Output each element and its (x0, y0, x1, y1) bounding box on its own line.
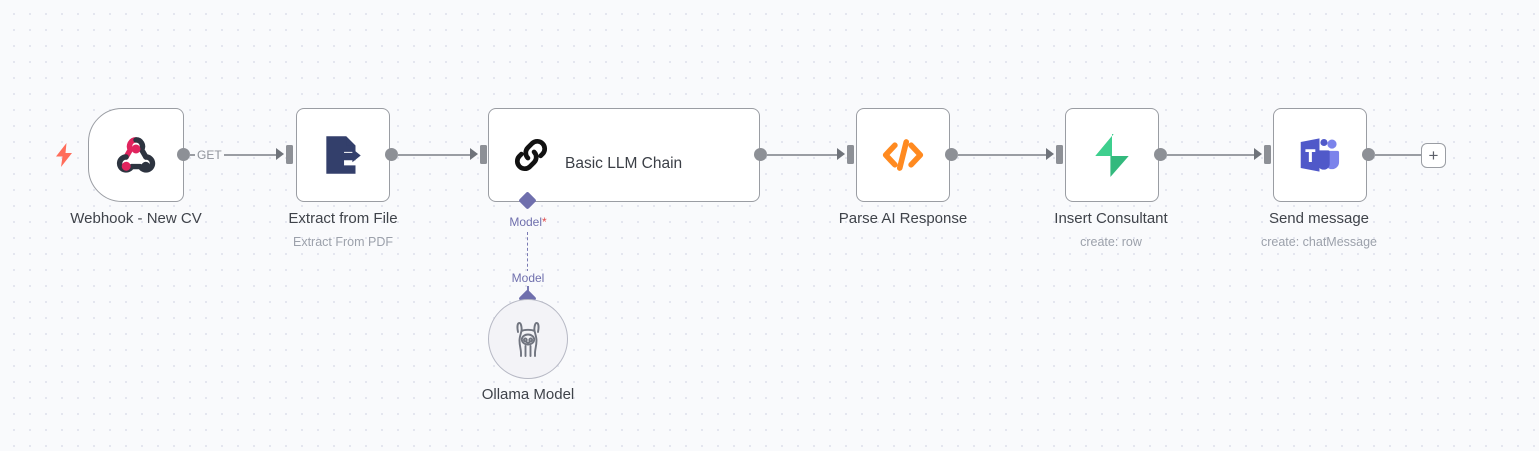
ai-connector-dashed[interactable] (527, 232, 528, 272)
plus-icon: + (1428, 146, 1439, 165)
input-port-extract[interactable] (286, 145, 293, 164)
ai-port-label-text: Model (509, 215, 543, 229)
connector-extract-to-llm[interactable] (397, 154, 471, 156)
add-node-button[interactable]: + (1421, 143, 1446, 168)
connector-label-get: GET (195, 148, 224, 162)
output-port-llm[interactable] (754, 148, 767, 161)
node-caption-insert-consultant: Insert Consultant (1054, 210, 1168, 227)
lightning-bolt-icon (54, 143, 74, 172)
output-port-send[interactable] (1362, 148, 1375, 161)
node-inner-label-basic-llm-chain: Basic LLM Chain (565, 155, 683, 172)
input-port-insert[interactable] (1056, 145, 1063, 164)
node-caption-webhook: Webhook - New CV (70, 210, 202, 227)
output-port-insert[interactable] (1154, 148, 1167, 161)
chain-link-icon (501, 109, 561, 201)
connector-arrow-llm (470, 148, 478, 160)
node-caption-ollama-model: Ollama Model (481, 386, 575, 403)
node-insert-consultant[interactable] (1065, 108, 1159, 202)
node-basic-llm-chain[interactable]: Basic LLM Chain (488, 108, 760, 202)
node-caption-extract-from-file: Extract from File (288, 210, 398, 227)
required-asterisk: * (542, 215, 547, 229)
connector-webhook-to-extract[interactable] (189, 154, 277, 156)
ai-port-label-model-required: Model* (506, 215, 550, 229)
input-port-send[interactable] (1264, 145, 1271, 164)
node-webhook[interactable] (88, 108, 184, 202)
connector-arrow-extract (276, 148, 284, 160)
connector-insert-to-send[interactable] (1166, 154, 1255, 156)
file-extract-icon (297, 109, 389, 201)
microsoft-teams-icon (1274, 109, 1366, 201)
node-parse-ai-response[interactable] (856, 108, 950, 202)
input-port-llm[interactable] (480, 145, 487, 164)
output-port-webhook[interactable] (177, 148, 190, 161)
supabase-bolt-icon (1066, 109, 1158, 201)
node-subtitle-insert-consultant: create: row (1080, 235, 1142, 249)
code-brackets-icon (857, 109, 949, 201)
node-caption-send-message: Send message (1268, 210, 1370, 227)
node-send-message[interactable] (1273, 108, 1367, 202)
connector-arrow-send (1254, 148, 1262, 160)
connector-send-to-add[interactable] (1374, 154, 1422, 156)
output-port-extract[interactable] (385, 148, 398, 161)
connector-arrow-parse (837, 148, 845, 160)
connector-llm-to-parse[interactable] (766, 154, 838, 156)
node-subtitle-extract-from-file: Extract From PDF (292, 235, 394, 249)
node-subtitle-send-message: create: chatMessage (1260, 235, 1378, 249)
input-port-parse[interactable] (847, 145, 854, 164)
output-port-parse[interactable] (945, 148, 958, 161)
llama-icon (509, 319, 547, 359)
connector-parse-to-insert[interactable] (957, 154, 1047, 156)
node-ollama-model[interactable] (488, 299, 568, 379)
connector-arrow-insert (1046, 148, 1054, 160)
node-extract-from-file[interactable] (296, 108, 390, 202)
ai-endpoint-label-model: Model (508, 271, 548, 285)
webhook-icon (89, 109, 183, 201)
node-caption-parse-ai-response: Parse AI Response (838, 210, 968, 227)
